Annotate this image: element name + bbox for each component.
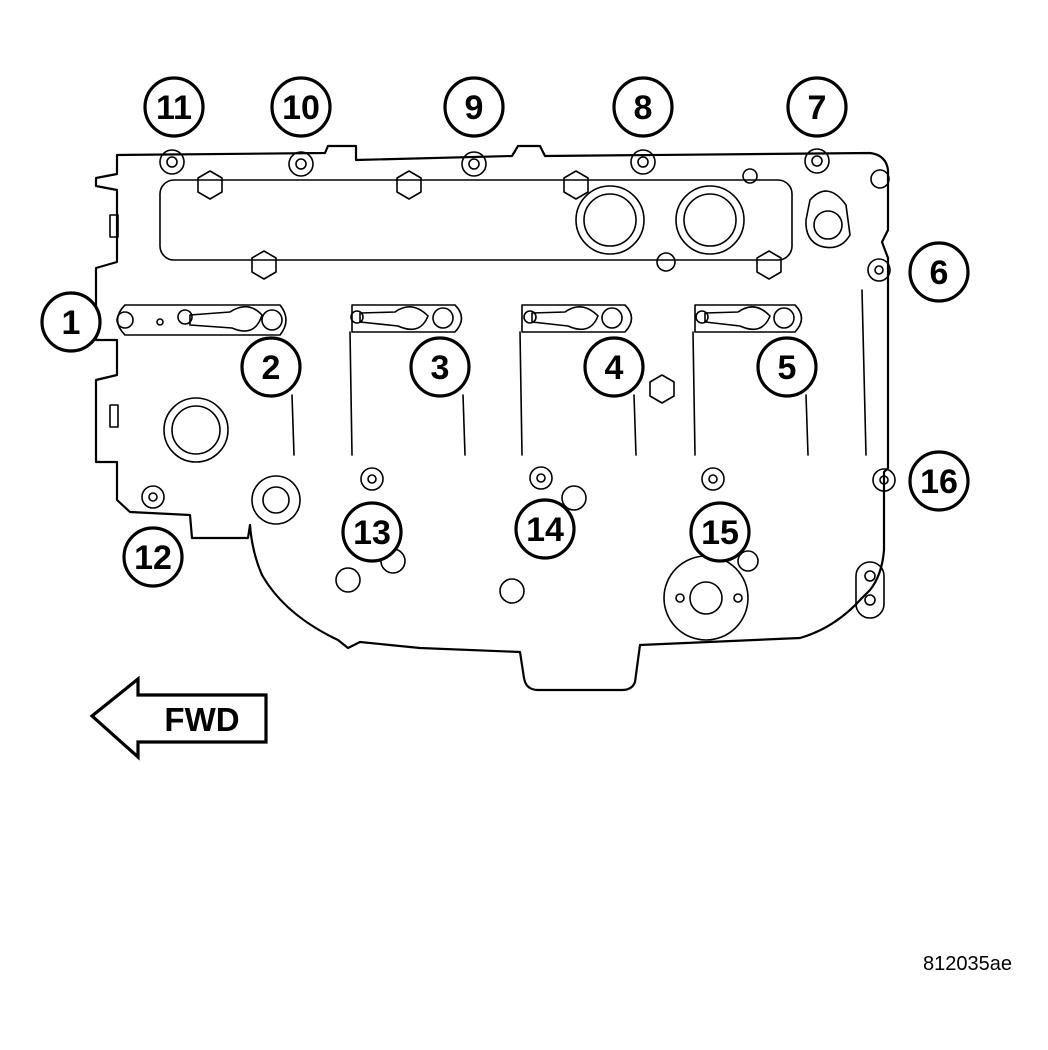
lower-port-ring-inner (262, 486, 290, 514)
bore-column-4 (519, 304, 637, 456)
lower-flange-hole-right (733, 593, 743, 603)
fwd-label: FWD (164, 701, 239, 738)
bolt-heads (141, 148, 896, 509)
upper-channel (159, 179, 793, 261)
callout-1: 1 (40, 291, 102, 353)
callout-14-label: 14 (526, 511, 564, 549)
bore-column-5 (692, 304, 809, 456)
oval-bracket (805, 190, 851, 249)
callout-15: 15 (689, 501, 751, 563)
callout-8: 8 (612, 76, 674, 138)
callout-4: 4 (583, 336, 645, 398)
oval-bracket-hole (813, 210, 843, 240)
lower-flange-inner (689, 581, 723, 615)
callout-2: 2 (240, 336, 302, 398)
callout-14: 14 (514, 498, 576, 560)
lower-port-ring-outer (251, 475, 301, 525)
callout-3-label: 3 (431, 349, 450, 387)
callout-1-label: 1 (62, 304, 81, 342)
lower-seal-ring-outer (163, 397, 229, 463)
plate-outline (94, 144, 890, 692)
callout-8-label: 8 (634, 89, 653, 127)
callout-7-label: 7 (808, 89, 827, 127)
callout-6-label: 6 (930, 254, 949, 292)
callout-16: 16 (908, 450, 970, 512)
callout-10: 10 (270, 76, 332, 138)
callout-10-label: 10 (282, 89, 320, 127)
right-slot-bracket (855, 561, 885, 619)
callout-11: 11 (143, 76, 205, 138)
right-inner-rail (861, 289, 867, 456)
callout-13: 13 (341, 501, 403, 563)
seal-ring-left-inner (583, 193, 637, 247)
figure-reference-code: 812035ae (923, 953, 1012, 975)
callout-9: 9 (443, 76, 505, 138)
hex-nut-group (197, 170, 782, 404)
lower-seal-ring-inner (171, 405, 221, 455)
callout-16-label: 16 (920, 463, 958, 501)
lower-flange-hole-left (675, 593, 685, 603)
callout-9-label: 9 (465, 89, 484, 127)
callout-5: 5 (756, 336, 818, 398)
seal-ring-left-outer (575, 185, 645, 255)
seal-ring-right-outer (675, 185, 745, 255)
callout-12-label: 12 (134, 539, 172, 577)
forward-direction-arrow: FWD (89, 675, 268, 761)
callout-2-label: 2 (262, 349, 281, 387)
callout-3: 3 (409, 336, 471, 398)
left-slot-upper (109, 214, 119, 238)
callout-4-label: 4 (605, 349, 624, 387)
callout-6: 6 (908, 241, 970, 303)
callout-15-label: 15 (701, 514, 739, 552)
callout-12: 12 (122, 526, 184, 588)
left-arrow-icon (89, 675, 268, 761)
callout-13-label: 13 (353, 514, 391, 552)
callout-7: 7 (786, 76, 848, 138)
seal-ring-right-inner (683, 193, 737, 247)
bore-column-2 (116, 304, 295, 456)
left-slot-lower (109, 404, 119, 428)
callout-5-label: 5 (778, 349, 797, 387)
bore-column-3 (349, 304, 466, 456)
callout-11-label: 11 (156, 89, 192, 127)
